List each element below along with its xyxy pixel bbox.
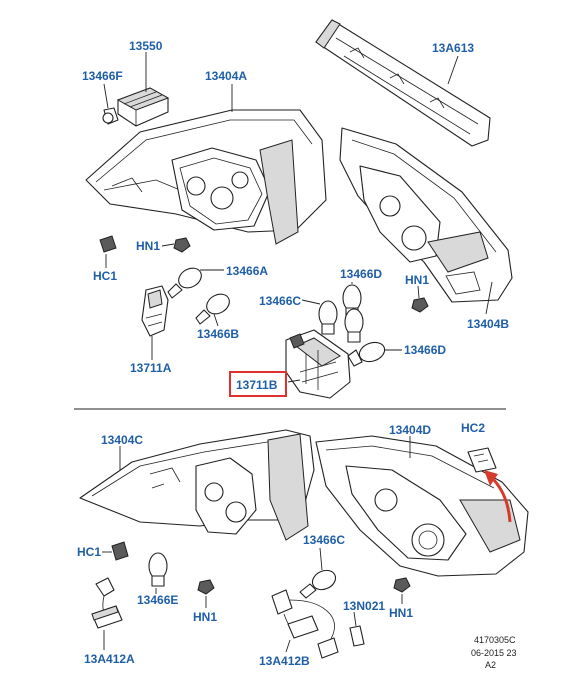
red-arrow — [484, 470, 512, 523]
nut-HN1-top-left — [161, 237, 191, 253]
label-HC2: HC2 — [461, 421, 485, 435]
label-13550: 13550 — [129, 39, 163, 53]
stop-lamp-13A613 — [315, 19, 491, 147]
label-13A412A: 13A412A — [84, 652, 135, 666]
label-HN1-top-right: HN1 — [405, 273, 429, 287]
label-13404D: 13404D — [389, 423, 431, 437]
label-13404A: 13404A — [205, 69, 247, 83]
label-13A613: 13A613 — [432, 41, 474, 55]
label-HN1-top-left: HN1 — [136, 239, 160, 253]
lamp-13404C — [79, 429, 315, 541]
label-13N021: 13N021 — [343, 599, 385, 613]
label-13466D-low: 13466D — [404, 343, 446, 357]
label-13466B: 13466B — [197, 327, 239, 341]
label-13404B: 13404B — [467, 317, 509, 331]
bulb-13466C-upper — [301, 299, 338, 335]
label-13466C-bottom: 13466C — [303, 533, 345, 547]
label-13466D-top: 13466D — [340, 267, 382, 281]
label-13711B: 13711B — [236, 378, 278, 392]
highlight-box-13711B — [229, 371, 287, 397]
reference-line-2: 06-2015 23 — [471, 648, 517, 658]
bulb-13466D-lower — [347, 341, 402, 367]
lamp-13404B — [339, 127, 513, 315]
bulb-13466B — [195, 293, 230, 327]
module-13550 — [116, 52, 170, 127]
bulb-13466C-lower — [299, 547, 337, 599]
label-HN1-bottom-left: HN1 — [193, 610, 217, 624]
reference-line-1: 4170305C — [474, 635, 516, 645]
bulb-13466E — [148, 552, 168, 594]
bulb-13466A — [167, 267, 224, 299]
label-13466F: 13466F — [82, 69, 123, 83]
nut-HN1-bottom-right — [393, 577, 411, 604]
bulb-13466C-upper-2 — [344, 308, 364, 343]
label-13466A: 13466A — [226, 264, 268, 278]
label-HC1-top: HC1 — [93, 269, 117, 283]
label-13466C-top: 13466C — [259, 294, 301, 308]
nut-HN1-top-right — [411, 285, 429, 313]
label-13A412B: 13A412B — [259, 654, 310, 668]
nut-HN1-bottom-left — [197, 579, 215, 608]
socket-13711A — [141, 285, 169, 360]
lamp-13404A — [85, 84, 327, 245]
clip-HC1-bottom — [102, 541, 129, 561]
label-HN1-bottom-right: HN1 — [389, 606, 413, 620]
harness-13A412B — [271, 589, 339, 659]
socket-13711B — [285, 329, 351, 399]
lamp-13404D — [315, 435, 529, 577]
harness-13A412A — [91, 577, 123, 650]
label-13711A: 13711A — [130, 361, 172, 375]
bulb-13N021 — [349, 611, 365, 647]
label-13466E: 13466E — [137, 593, 178, 607]
bulb-13466F — [102, 83, 119, 125]
label-13404C: 13404C — [101, 433, 143, 447]
reference-line-3: A2 — [485, 660, 496, 670]
label-HC1-bottom: HC1 — [77, 545, 101, 559]
clip-HC2 — [467, 447, 497, 473]
clip-HC1-top — [99, 235, 117, 268]
